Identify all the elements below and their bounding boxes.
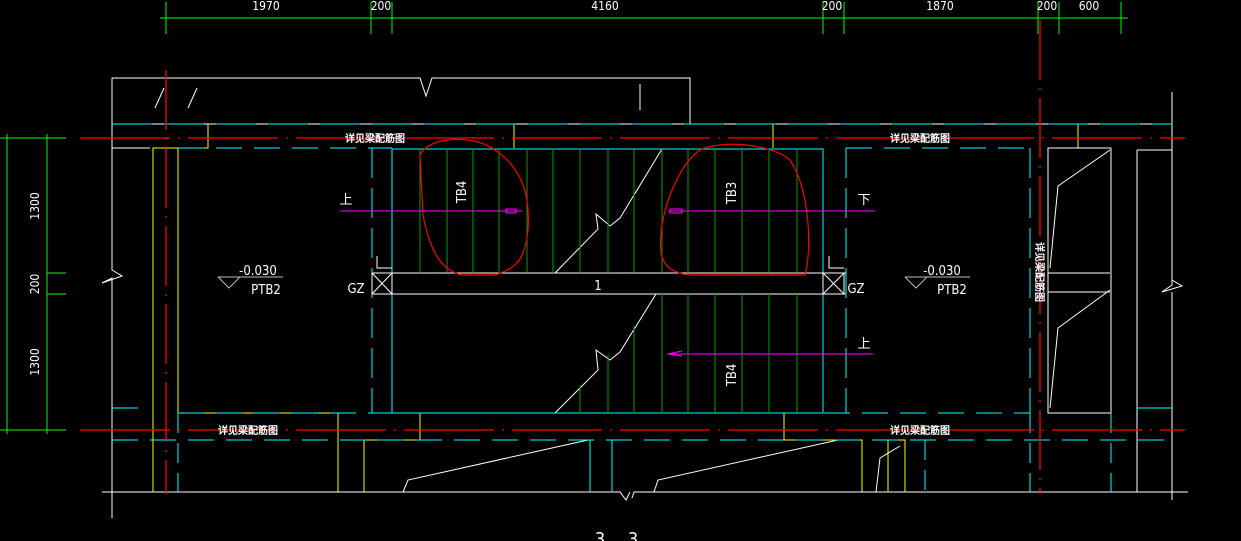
dim-1300-bottom: 1300 [28,348,42,376]
elevation-symbols [217,276,970,289]
dim-1970: 1970 [252,0,280,13]
slab-label-left: PTB2 [251,283,281,298]
elevation-right: -0.030 [923,264,961,279]
flight-label-tb3: TB3 [725,182,740,206]
dim-4160: 4160 [591,0,619,13]
flight-label-tb4-upper: TB4 [455,181,470,205]
flight-label-tb4-lower: TB4 [725,364,740,388]
wall-outlines [101,77,1188,518]
dim-200-a: 200 [371,0,392,13]
gz-label-right: GZ [847,282,864,297]
dim-1300-top: 1300 [28,192,42,220]
elevation-left: -0.030 [239,264,277,279]
gz-column-symbols [371,256,845,295]
dim-1870: 1870 [926,0,954,13]
dim-200-c: 200 [1037,0,1058,13]
direction-down-right: 下 [857,193,870,208]
top-dimension-chain [160,2,1128,34]
revision-cloud-tb4 [419,138,529,276]
gz-label-left: GZ [347,282,364,297]
beam-note-top-right: 详见梁配筋图 [890,132,950,145]
beam-note-bottom-right: 详见梁配筋图 [890,424,950,437]
beam-note-bottom-left: 详见梁配筋图 [218,424,278,437]
dim-200-left: 200 [28,274,42,295]
section-title-part-1: 3 [595,529,605,541]
beam-note-vertical: 详见梁配筋图 [1033,242,1046,302]
revision-cloud-tb3 [659,143,810,276]
dim-600: 600 [1079,0,1100,13]
walking-direction-arrows [340,208,875,357]
axis-lines [80,20,1185,494]
section-title-part-2: 3 [628,529,638,541]
beam-note-top-left: 详见梁配筋图 [345,132,405,145]
slab-label-right: PTB2 [937,283,967,298]
dim-200-b: 200 [822,0,843,13]
landing-beam-label: 1 [594,279,601,294]
left-dimension-chain [0,134,66,434]
direction-up-left: 上 [339,193,352,208]
direction-up-lower: 上 [857,337,870,352]
stair-treads [419,149,798,413]
